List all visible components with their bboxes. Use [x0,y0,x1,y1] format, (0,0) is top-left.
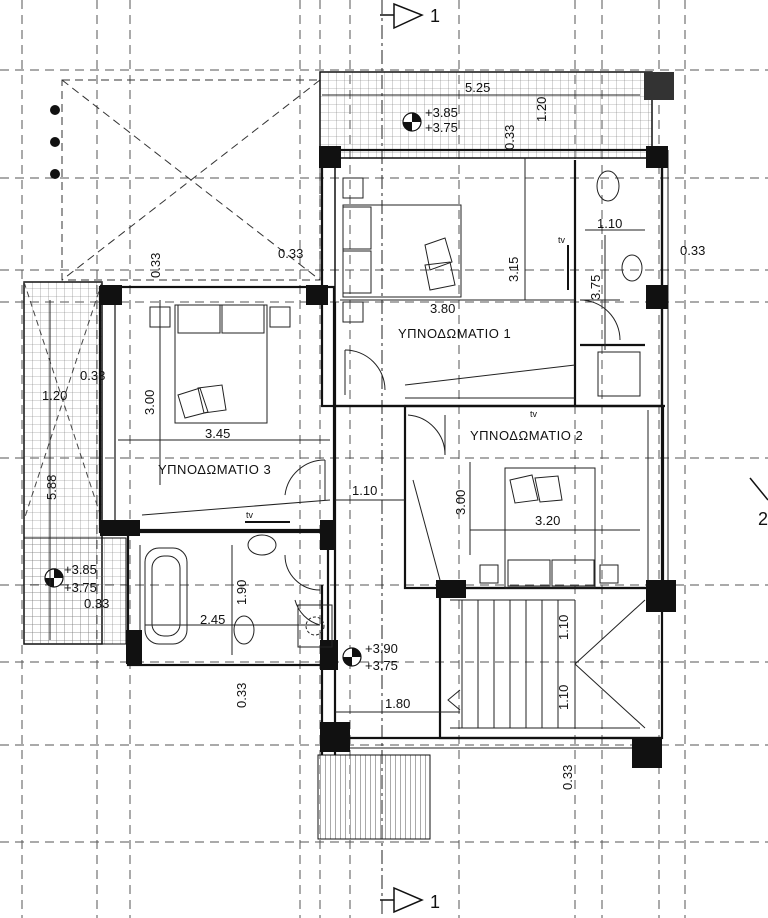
section-marker-right: 2 [749,477,768,529]
svg-text:tv: tv [530,409,538,419]
svg-text:0.33: 0.33 [84,596,109,611]
svg-text:3.00: 3.00 [453,490,468,515]
svg-text:1.10: 1.10 [352,483,377,498]
top-balcony [319,71,674,159]
open-void [50,79,321,281]
svg-text:1.90: 1.90 [234,580,249,605]
svg-text:2.45: 2.45 [200,612,225,627]
svg-text:1.10: 1.10 [556,615,571,640]
svg-text:5.88: 5.88 [44,475,59,500]
bed-bedroom1 [342,177,462,323]
svg-text:0.33: 0.33 [234,683,249,708]
svg-text:3.15: 3.15 [506,257,521,282]
svg-text:3.00: 3.00 [142,390,157,415]
svg-text:1.20: 1.20 [534,97,549,122]
svg-text:1.10: 1.10 [556,685,571,710]
svg-text:0.33: 0.33 [502,125,517,150]
shower-bath1 [597,351,641,397]
dimension-lines [49,94,645,725]
room-label-bedroom3: ΥΠΝΟΔΩΜΑΤΙΟ 3 [158,462,271,477]
columns [100,146,676,768]
svg-text:1: 1 [430,892,440,912]
svg-text:2: 2 [758,509,768,529]
level-marker-top: +3.85 +3.75 [402,105,458,135]
svg-text:3.45: 3.45 [205,426,230,441]
svg-text:1.80: 1.80 [385,696,410,711]
svg-text:0.33: 0.33 [560,765,575,790]
svg-text:+3.75: +3.75 [365,658,398,673]
svg-text:3.20: 3.20 [535,513,560,528]
svg-text:5.25: 5.25 [465,80,490,95]
section-marker-top: 1 [380,2,440,30]
entrance-steps [317,754,431,840]
room-label-bedroom1: ΥΠΝΟΔΩΜΑΤΙΟ 1 [398,326,511,341]
svg-text:+3.75: +3.75 [425,120,458,135]
level-marker-hall: +3.90 +3.75 [342,641,398,673]
room-label-bedroom2: ΥΠΝΟΔΩΜΑΤΙΟ 2 [470,428,583,443]
toilet-bath1 [596,170,620,202]
svg-text:0.33: 0.33 [680,243,705,258]
svg-text:0.33: 0.33 [80,368,105,383]
svg-text:+3.90: +3.90 [365,641,398,656]
doors [284,299,621,626]
bathtub [144,547,188,645]
bed-bedroom2 [479,467,619,589]
sink-bath1 [621,254,643,282]
svg-text:1.20: 1.20 [42,388,67,403]
staircase [447,599,646,729]
svg-text:1: 1 [430,6,440,26]
svg-text:tv: tv [246,510,254,520]
left-balcony [23,281,127,645]
svg-text:0.33: 0.33 [148,253,163,278]
svg-text:1.10: 1.10 [597,216,622,231]
svg-text:tv: tv [558,235,566,245]
svg-text:0.33: 0.33 [278,246,303,261]
bed-bedroom3 [149,304,291,424]
tv-labels: tv tv tv [245,235,569,523]
shower-tray [297,604,333,648]
svg-text:3.80: 3.80 [430,301,455,316]
toilet-bath3 [233,615,255,645]
svg-text:3.75: 3.75 [588,275,603,300]
sink-bath3 [247,534,277,556]
svg-text:+3.85: +3.85 [425,105,458,120]
dimension-labels: 5.25 1.20 0.33 0.33 0.33 3.15 3.80 1.10 … [42,80,705,790]
svg-text:+3.75: +3.75 [64,580,97,595]
section-marker-bottom: 1 [380,886,440,914]
svg-text:+3.85: +3.85 [64,562,97,577]
